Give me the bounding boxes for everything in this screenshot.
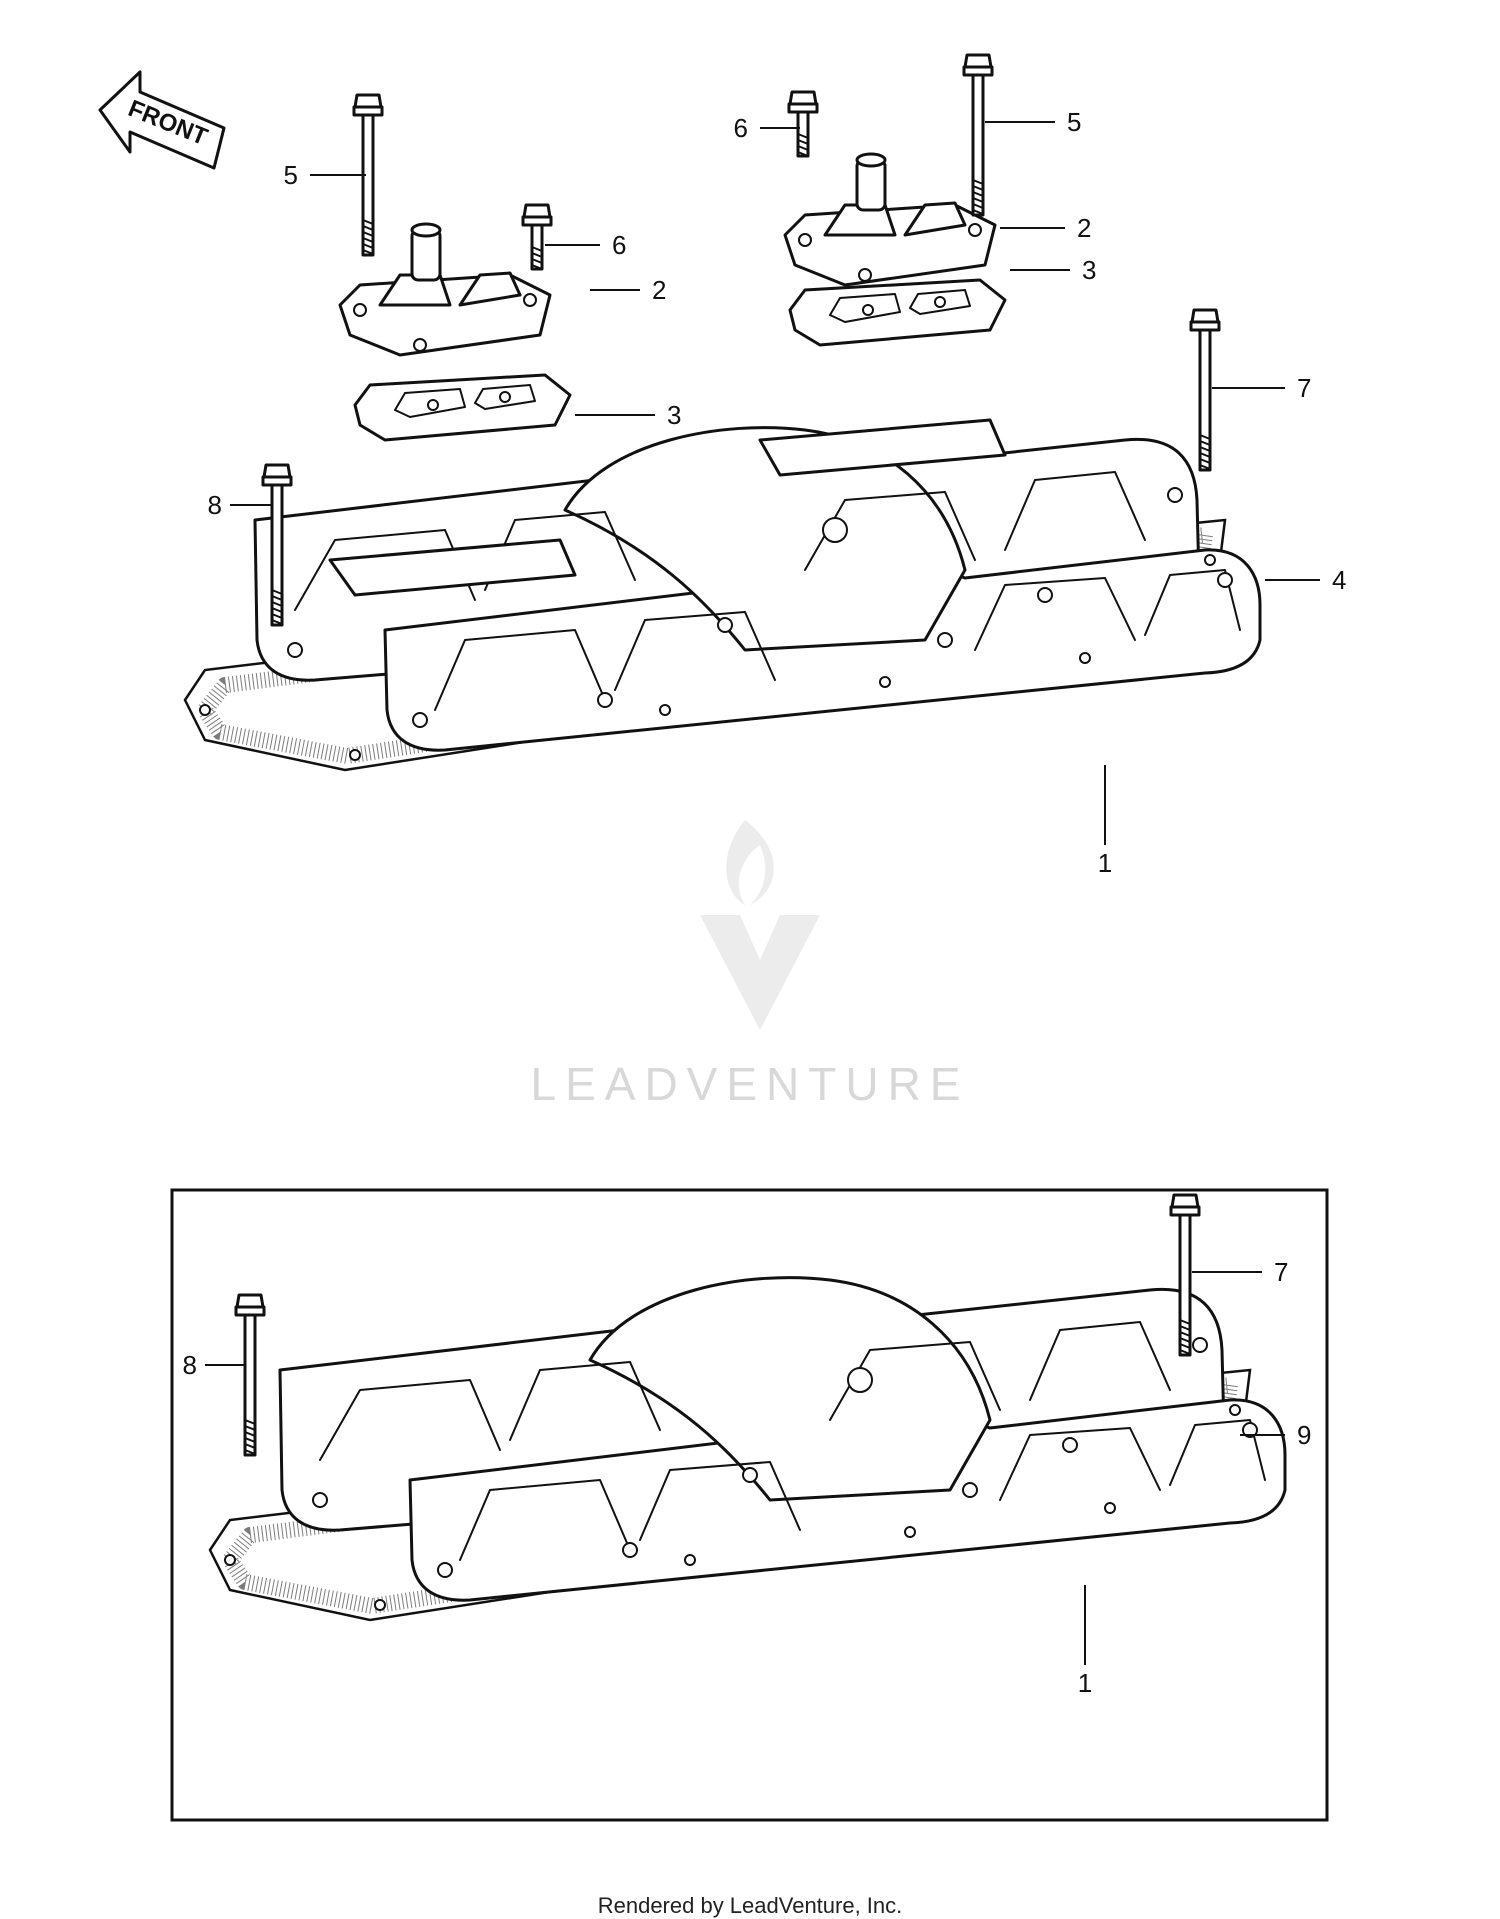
upper-assembly: 5 6 2 3 8 6 5 2 3 7 4 1 bbox=[185, 53, 1346, 878]
upper-right-breather-gasket bbox=[788, 278, 1007, 347]
callout-1-upper: 1 bbox=[1098, 848, 1112, 878]
lower-assembly: 7 8 9 1 bbox=[170, 1188, 1329, 1822]
callout-2-right: 2 bbox=[1077, 213, 1091, 243]
upper-cam-cover bbox=[185, 428, 1260, 770]
upper-left-breather-gasket bbox=[353, 373, 572, 442]
callout-2-left: 2 bbox=[652, 275, 666, 305]
callout-8-upper: 8 bbox=[208, 490, 222, 520]
watermark-text: LEADVENTURE bbox=[531, 1058, 970, 1110]
lower-assembly-frame bbox=[170, 1188, 1329, 1822]
upper-right-long-bolt bbox=[962, 53, 994, 217]
lower-left-cover-bolt bbox=[234, 1293, 266, 1457]
upper-left-short-bolt bbox=[521, 203, 553, 271]
upper-right-short-bolt bbox=[787, 90, 819, 158]
callout-5-right: 5 bbox=[1067, 107, 1081, 137]
callout-3-left: 3 bbox=[667, 400, 681, 430]
upper-right-breather-port bbox=[758, 418, 1007, 477]
footer-credit: Rendered by LeadVenture, Inc. bbox=[597, 1893, 903, 1918]
lower-cam-cover bbox=[210, 1278, 1285, 1620]
callout-7-upper: 7 bbox=[1297, 373, 1311, 403]
callout-7-lower: 7 bbox=[1274, 1257, 1288, 1287]
callout-6-right: 6 bbox=[734, 113, 748, 143]
callout-1-lower: 1 bbox=[1078, 1668, 1092, 1698]
upper-right-breather-cover bbox=[783, 152, 997, 287]
callout-4-upper: 4 bbox=[1332, 565, 1346, 595]
callout-3-right: 3 bbox=[1082, 255, 1096, 285]
callout-6-left: 6 bbox=[612, 230, 626, 260]
upper-left-breather-port bbox=[328, 538, 577, 597]
callout-9-lower: 9 bbox=[1297, 1420, 1311, 1450]
callout-8-lower: 8 bbox=[183, 1350, 197, 1380]
watermark-logo bbox=[700, 820, 820, 1030]
upper-right-cover-bolt bbox=[1189, 308, 1221, 472]
callout-5-left: 5 bbox=[284, 160, 298, 190]
front-arrow: FRONT bbox=[98, 70, 226, 170]
